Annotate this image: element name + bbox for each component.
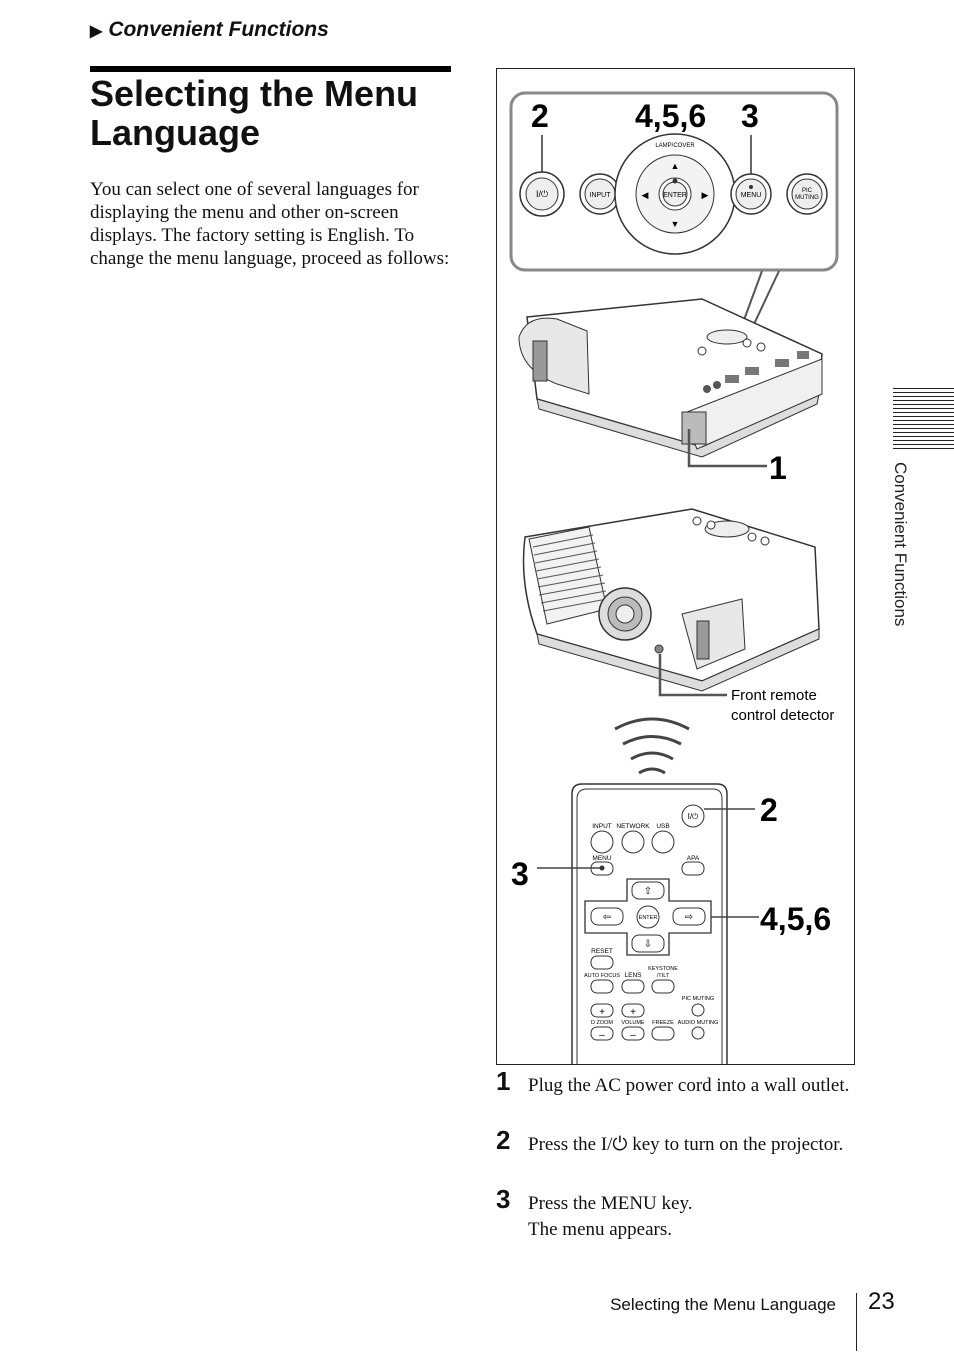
footer-title: Selecting the Menu Language xyxy=(610,1295,836,1314)
svg-text:+: + xyxy=(630,1007,636,1018)
svg-text:1: 1 xyxy=(769,450,787,486)
svg-text:MENU: MENU xyxy=(741,192,762,199)
step-number: 1 xyxy=(496,1066,511,1096)
svg-text:–: – xyxy=(630,1030,636,1041)
section-header: ▶ Convenient Functions xyxy=(90,18,329,42)
svg-text:+: + xyxy=(599,1007,605,1018)
remote-control-illustration: I/⏻ INPUT NETWORK USB MENU APA ⇧ ⇩ ⇦ ⇨ E… xyxy=(571,783,728,1064)
svg-text:KEYSTONE: KEYSTONE xyxy=(648,966,678,972)
svg-text:2: 2 xyxy=(531,98,549,134)
panel-power-button: I/⏻ xyxy=(519,171,565,217)
panel-input-button: INPUT xyxy=(579,173,621,215)
svg-text:MUTING: MUTING xyxy=(795,195,819,201)
svg-text:◀: ◀ xyxy=(642,190,649,200)
svg-text:▲: ▲ xyxy=(671,161,680,171)
svg-text:/TILT: /TILT xyxy=(657,973,670,979)
svg-text:▶: ▶ xyxy=(702,190,709,200)
svg-text:⇧: ⇧ xyxy=(644,886,652,897)
svg-text:INPUT: INPUT xyxy=(592,823,612,830)
step-number: 3 xyxy=(496,1184,511,1214)
svg-text:NETWORK: NETWORK xyxy=(616,823,650,830)
svg-text:3: 3 xyxy=(741,98,759,134)
triangle-marker-icon: ▶ xyxy=(90,23,103,40)
svg-text:USB: USB xyxy=(656,823,669,830)
svg-text:I/⏻: I/⏻ xyxy=(688,812,699,821)
projector-front-illustration xyxy=(522,508,820,692)
svg-text:PIC MUTING: PIC MUTING xyxy=(682,996,714,1002)
step-number: 2 xyxy=(496,1125,511,1155)
step-text: Press the I/⏻ key to turn on the project… xyxy=(528,1134,844,1155)
svg-text:3: 3 xyxy=(511,856,529,892)
title-rule xyxy=(90,66,451,72)
svg-text:⇨: ⇨ xyxy=(685,912,693,923)
svg-text:⇩: ⇩ xyxy=(644,939,652,950)
callout-456-top: 4,5,6 xyxy=(635,98,706,181)
svg-text:AUTO FOCUS: AUTO FOCUS xyxy=(584,973,620,979)
svg-text:APA: APA xyxy=(687,855,700,862)
svg-text:FREEZE: FREEZE xyxy=(652,1020,674,1026)
step-subtext: The menu appears. xyxy=(528,1219,673,1240)
page-number: 23 xyxy=(868,1288,895,1315)
svg-text:INPUT: INPUT xyxy=(590,192,612,199)
step-text: Plug the AC power cord into a wall outle… xyxy=(528,1075,850,1096)
control-panel-inset xyxy=(509,91,839,272)
svg-text:–: – xyxy=(599,1030,605,1041)
callout-1: 1 xyxy=(687,429,787,486)
svg-text:⇦: ⇦ xyxy=(603,912,611,923)
remote-signal-waves-icon xyxy=(614,717,690,775)
side-tab-stripes xyxy=(893,388,954,450)
panel-direction-pad: LAMP/COVER ▲ ▼ ◀ ▶ ENTER xyxy=(614,133,736,255)
section-header-label: Convenient Functions xyxy=(108,18,329,41)
svg-text:MENU: MENU xyxy=(592,855,611,862)
svg-text:Front remote: Front remote xyxy=(731,687,817,704)
svg-text:RESET: RESET xyxy=(591,948,613,955)
remote-callout-456: 4,5,6 xyxy=(711,901,831,937)
projector-rear-illustration xyxy=(518,298,823,458)
page-title: Selecting the Menu Language xyxy=(90,73,419,153)
svg-text:LENS: LENS xyxy=(625,972,643,979)
front-remote-detector-callout: Front remote control detector xyxy=(658,654,834,724)
svg-text:VOLUME: VOLUME xyxy=(621,1020,645,1026)
intro-paragraph: You can select one of several languages … xyxy=(90,179,450,269)
panel-menu-button: MENU xyxy=(730,173,772,215)
svg-text:LAMP/COVER: LAMP/COVER xyxy=(655,143,695,149)
remote-callout-3: 3 xyxy=(511,856,600,892)
svg-text:ENTER: ENTER xyxy=(639,915,658,921)
projector-figure: 2 4,5,6 3 I/⏻ INPUT LAMP/COVER ▲ ▼ ◀ ▶ E… xyxy=(509,91,839,1064)
svg-text:ENTER: ENTER xyxy=(663,192,687,199)
panel-pic-muting-button: PIC MUTING xyxy=(786,173,828,215)
svg-text:I/⏻: I/⏻ xyxy=(536,189,548,199)
footer-divider xyxy=(856,1293,857,1351)
svg-text:4,5,6: 4,5,6 xyxy=(760,901,831,937)
svg-text:control detector: control detector xyxy=(731,707,834,724)
svg-text:▼: ▼ xyxy=(671,219,680,229)
side-tab-label: Convenient Functions xyxy=(891,462,910,627)
side-tab: Convenient Functions xyxy=(880,462,920,652)
svg-text:4,5,6: 4,5,6 xyxy=(635,98,706,134)
step-text: Press the MENU key. xyxy=(528,1193,693,1214)
figure-box: 2 4,5,6 3 I/⏻ INPUT LAMP/COVER ▲ ▼ ◀ ▶ E… xyxy=(496,68,855,1065)
svg-text:AUDIO MUTING: AUDIO MUTING xyxy=(678,1020,719,1026)
svg-text:PIC: PIC xyxy=(802,188,813,194)
svg-text:2: 2 xyxy=(760,792,778,828)
svg-text:D ZOOM: D ZOOM xyxy=(591,1020,613,1026)
remote-callout-2: 2 xyxy=(704,792,778,828)
